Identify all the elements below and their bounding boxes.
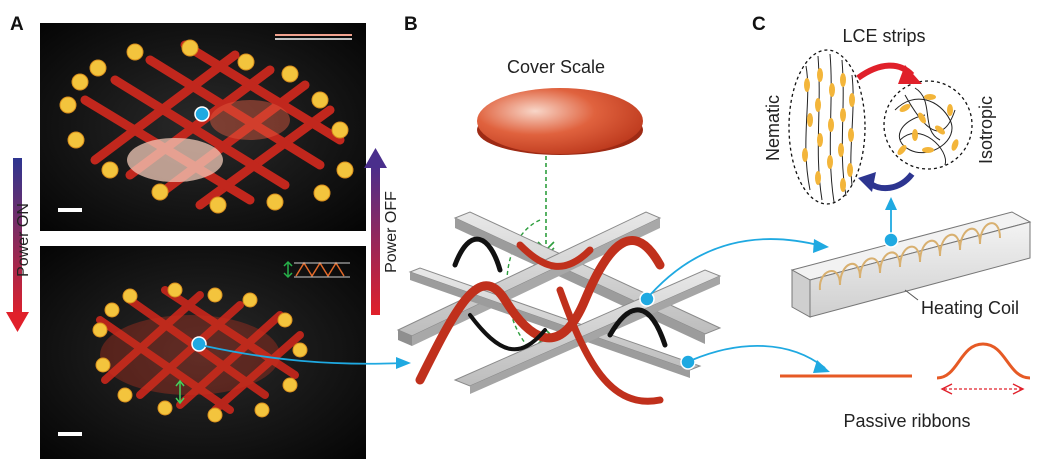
marker-passive bbox=[680, 354, 696, 370]
isotropic-state bbox=[883, 80, 973, 170]
passive-ribbons-label: Passive ribbons bbox=[843, 411, 970, 431]
power-off-arrow bbox=[364, 148, 387, 315]
power-on-arrow bbox=[6, 158, 29, 332]
cover-scale-disc bbox=[477, 88, 643, 155]
marker-heater bbox=[883, 232, 899, 248]
cross-beams bbox=[396, 211, 722, 394]
power-off-label: Power OFF bbox=[383, 191, 400, 273]
photo-bottom-contracted bbox=[40, 246, 366, 459]
heating-bar bbox=[790, 211, 1032, 318]
connector-a-to-b bbox=[204, 345, 406, 365]
panel-a-label: A bbox=[10, 14, 24, 35]
marker-lce bbox=[639, 291, 655, 307]
ribbon-waves bbox=[415, 236, 668, 405]
panel-b-label: B bbox=[404, 14, 418, 35]
passive-ribbon-bent bbox=[936, 342, 1031, 380]
lce-strips-title: LCE strips bbox=[842, 26, 925, 46]
isotropic-label: Isotropic bbox=[976, 96, 996, 164]
cover-scale-label: Cover Scale bbox=[507, 57, 605, 77]
nematic-state bbox=[788, 49, 866, 205]
photo-top-expanded bbox=[40, 23, 366, 231]
connector-b-to-ribbons bbox=[691, 344, 826, 369]
nematic-label: Nematic bbox=[763, 95, 783, 161]
panel-c-label: C bbox=[752, 14, 766, 35]
heating-coil-label: Heating Coil bbox=[921, 298, 1019, 318]
connector-b-to-heater bbox=[649, 238, 823, 296]
power-on-label: Power ON bbox=[15, 203, 32, 277]
